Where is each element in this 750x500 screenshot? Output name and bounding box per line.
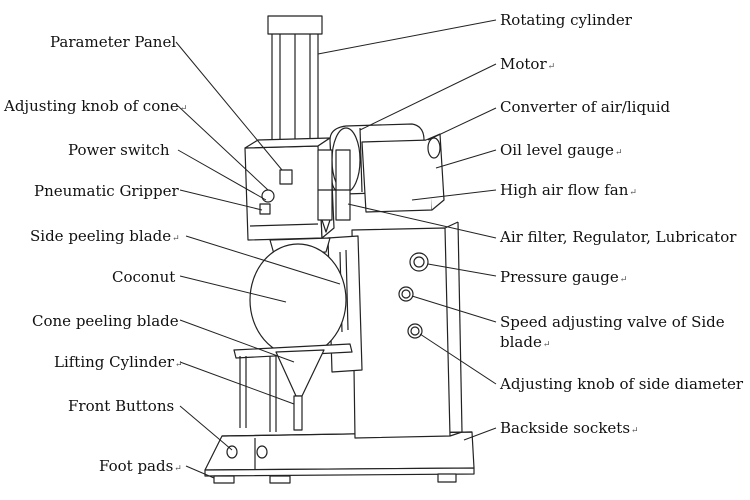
label-pneumatic-gripper: Pneumatic Gripper (34, 182, 179, 200)
label-high-air-flow-fan: High air flow fan↵ (500, 181, 637, 199)
label-adjusting-knob-cone: Adjusting knob of cone↵ (4, 97, 188, 115)
label-coconut: Coconut (112, 268, 176, 286)
paragraph-mark: ↵ (629, 188, 637, 198)
label-foot-pads: Foot pads↵ (99, 457, 182, 475)
paragraph-mark: ↵ (631, 426, 639, 436)
label-side-peeling-blade: Side peeling blade↵ (30, 227, 180, 245)
leader-lifting-cylinder (179, 361, 295, 405)
label-parameter-panel: Parameter Panel (50, 33, 177, 51)
label-pressure-gauge: Pressure gauge↵ (500, 268, 628, 286)
leader-coconut (179, 275, 287, 303)
leader-adjusting-knob-cone (177, 105, 269, 191)
leader-side-peeling-blade (185, 235, 341, 285)
leader-lines (175, 19, 497, 479)
leader-pneumatic-gripper (179, 189, 263, 211)
machine-drawing (204, 15, 475, 484)
paragraph-mark: ↵ (619, 275, 628, 285)
leader-adjusting-knob-side (419, 333, 497, 385)
label-oil-level-gauge: Oil level gauge↵ (500, 141, 623, 159)
leader-backside-sockets (463, 427, 497, 441)
paragraph-mark: ↵ (542, 340, 551, 350)
label-speed-valve-line2: blade↵ (500, 333, 551, 351)
paragraph-mark: ↵ (172, 234, 180, 244)
paragraph-mark: ↵ (614, 148, 623, 158)
label-front-buttons: Front Buttons (68, 397, 175, 415)
leader-power-switch (177, 149, 267, 201)
paragraph-mark: ↵ (174, 464, 182, 474)
leader-rotating-cylinder (317, 19, 497, 55)
label-backside-sockets: Backside sockets↵ (500, 419, 639, 437)
leader-oil-level-gauge (435, 149, 497, 169)
label-converter: Converter of air/liquid (500, 98, 671, 116)
paragraph-mark: ↵ (175, 360, 183, 370)
label-rotating-cylinder: Rotating cylinder (500, 11, 632, 29)
label-adjusting-knob-side: Adjusting knob of side diameter (500, 375, 744, 393)
leader-motor (359, 63, 497, 131)
paragraph-mark: ↵ (547, 62, 556, 72)
leader-pressure-gauge (427, 263, 497, 277)
leader-cone-peeling-blade (179, 319, 295, 363)
label-motor: Motor↵ (500, 55, 556, 73)
leader-air-filter (347, 203, 497, 239)
label-power-switch: Power switch (68, 141, 170, 159)
leader-parameter-panel (175, 41, 283, 171)
leader-foot-pads (185, 465, 215, 479)
leader-converter (427, 107, 497, 141)
leader-high-air-flow-fan (411, 189, 497, 201)
paragraph-mark: ↵ (179, 104, 188, 114)
label-lifting-cylinder: Lifting Cylinder↵ (54, 353, 183, 371)
leader-front-buttons (179, 405, 233, 451)
label-air-filter: Air filter, Regulator, Lubricator (500, 228, 737, 246)
leader-speed-valve (411, 295, 497, 323)
label-cone-peeling-blade: Cone peeling blade (32, 312, 179, 330)
label-speed-valve-line1: Speed adjusting valve of Side (500, 313, 725, 331)
